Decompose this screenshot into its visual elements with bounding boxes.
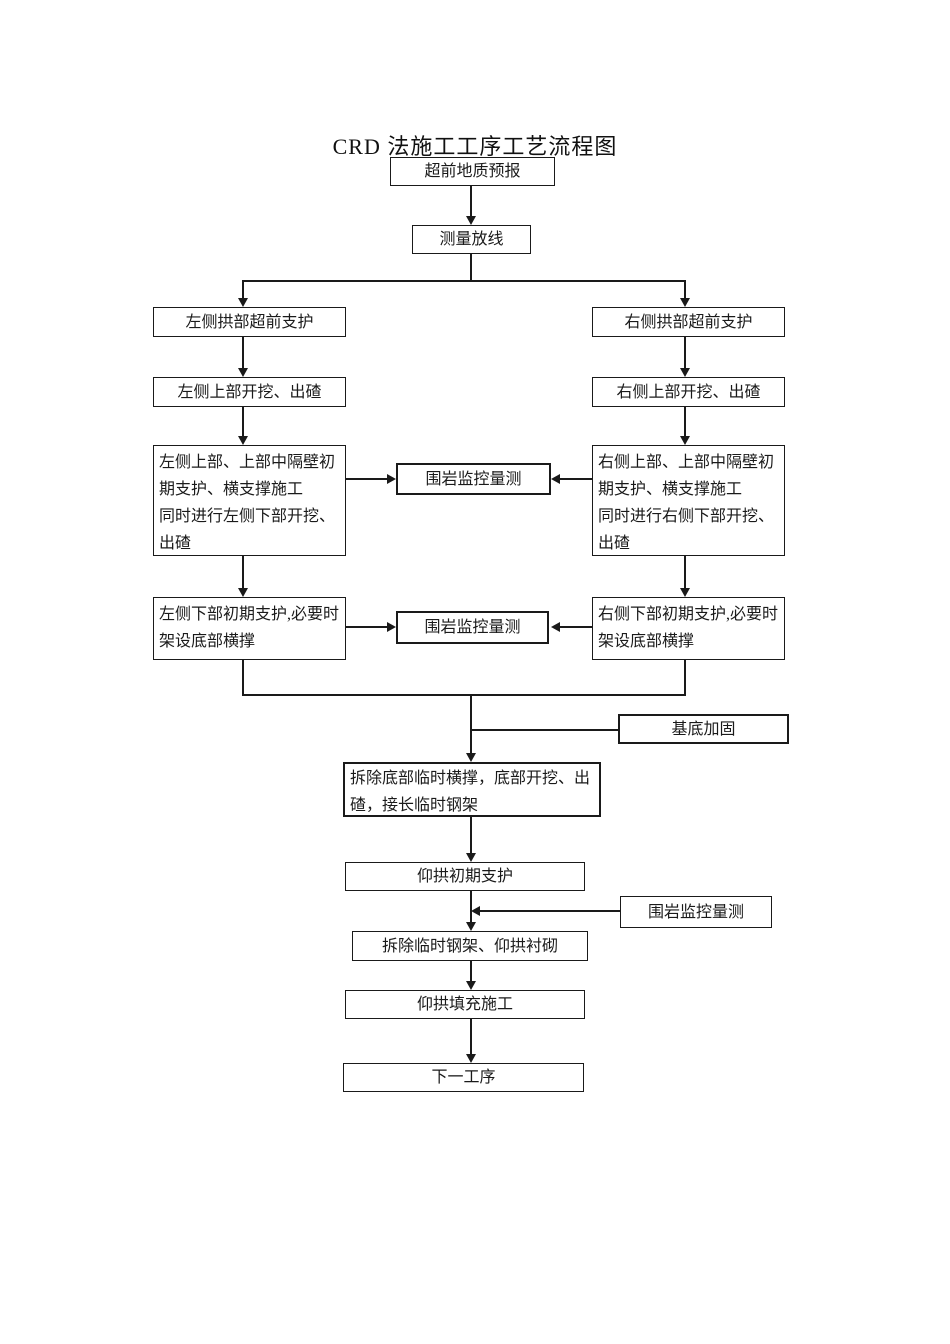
connector-line (684, 660, 686, 696)
connector-line (470, 817, 472, 853)
node-right-arch-presupport: 右侧拱部超前支护 (592, 307, 785, 337)
connector-line (242, 282, 244, 299)
connector-line (560, 626, 592, 628)
node-right-upper-excavate: 右侧上部开挖、出碴 (592, 377, 785, 407)
connector-line (470, 1019, 472, 1054)
connector-line (242, 407, 244, 436)
connector-line (242, 337, 244, 368)
arrowhead-down-icon (238, 436, 248, 445)
arrowhead-down-icon (680, 588, 690, 597)
node-left-upper-support: 左侧上部、上部中隔壁初 期支护、横支撑施工 同时进行左侧下部开挖、 出碴 (153, 445, 346, 556)
arrowhead-down-icon (680, 298, 690, 307)
node-base-reinforcement: 基底加固 (618, 714, 789, 744)
connector-line (684, 337, 686, 368)
connector-line (242, 694, 686, 696)
arrowhead-left-icon (471, 906, 480, 916)
arrowhead-down-icon (680, 368, 690, 377)
connector-line (684, 556, 686, 588)
node-left-arch-presupport: 左侧拱部超前支护 (153, 307, 346, 337)
connector-line (242, 556, 244, 588)
connector-line (470, 961, 472, 981)
node-remove-temp-frame: 拆除临时钢架、仰拱衬砌 (352, 931, 588, 961)
connector-line (560, 478, 592, 480)
node-rock-monitor-1: 围岩监控量测 (396, 463, 551, 495)
node-right-upper-support: 右侧上部、上部中隔壁初 期支护、横支撑施工 同时进行右侧下部开挖、 出碴 (592, 445, 785, 556)
arrowhead-down-icon (680, 436, 690, 445)
connector-line (470, 254, 472, 281)
node-invert-initial-support: 仰拱初期支护 (345, 862, 585, 891)
arrowhead-down-icon (238, 298, 248, 307)
connector-line (242, 660, 244, 696)
arrowhead-left-icon (551, 474, 560, 484)
node-next-process: 下一工序 (343, 1063, 584, 1092)
connector-line (470, 696, 472, 753)
node-rock-monitor-3: 围岩监控量测 (620, 896, 772, 928)
page-title: CRD 法施工工序工艺流程图 (332, 134, 618, 159)
node-left-upper-excavate: 左侧上部开挖、出碴 (153, 377, 346, 407)
connector-line (479, 910, 620, 912)
node-advance-geological-forecast: 超前地质预报 (390, 157, 555, 186)
node-remove-bottom-brace: 拆除底部临时横撑，底部开挖、出 碴，接长临时钢架 (343, 762, 601, 817)
connector-line (242, 280, 686, 282)
arrowhead-down-icon (466, 922, 476, 931)
node-left-lower-support: 左侧下部初期支护,必要时 架设底部横撑 (153, 597, 346, 660)
connector-line (684, 407, 686, 436)
arrowhead-down-icon (466, 1054, 476, 1063)
connector-line (346, 478, 387, 480)
node-invert-fill: 仰拱填充施工 (345, 990, 585, 1019)
arrowhead-down-icon (466, 216, 476, 225)
connector-line (684, 282, 686, 299)
connector-line (471, 729, 618, 731)
arrowhead-down-icon (466, 981, 476, 990)
arrowhead-down-icon (238, 368, 248, 377)
arrowhead-down-icon (466, 753, 476, 762)
connector-line (346, 626, 387, 628)
connector-line (470, 186, 472, 216)
node-survey-layout: 测量放线 (412, 225, 531, 254)
arrowhead-left-icon (551, 622, 560, 632)
arrowhead-right-icon (387, 474, 396, 484)
node-rock-monitor-2: 围岩监控量测 (396, 611, 549, 644)
arrowhead-down-icon (238, 588, 248, 597)
arrowhead-right-icon (387, 622, 396, 632)
node-right-lower-support: 右侧下部初期支护,必要时 架设底部横撑 (592, 597, 785, 660)
arrowhead-down-icon (466, 853, 476, 862)
